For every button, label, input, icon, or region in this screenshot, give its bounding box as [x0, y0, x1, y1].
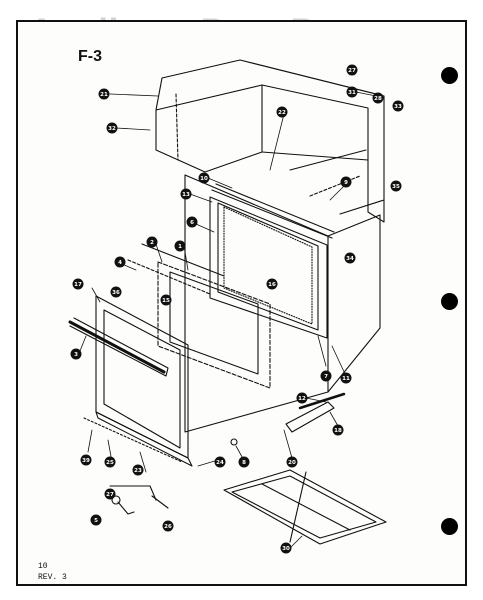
callout-bubble — [70, 348, 82, 360]
callout-number: 3 — [74, 352, 78, 358]
callout-bubble — [280, 542, 292, 554]
callout-number: 34 — [346, 256, 354, 262]
callout-number: 1 — [178, 244, 182, 250]
callout-number: 22 — [278, 110, 286, 116]
callout-bubble — [198, 172, 210, 184]
oven-liner — [184, 174, 385, 433]
callout-bubble — [106, 122, 118, 134]
binder-hole-icon — [441, 67, 458, 84]
callout-number: 7 — [324, 374, 328, 380]
callout-bubble — [346, 86, 358, 98]
callout-number: 30 — [282, 546, 290, 552]
callout-number: 31 — [348, 90, 356, 96]
diagram-sheet-border — [16, 20, 467, 586]
callout-bubble — [332, 424, 344, 436]
callout-number: 25 — [106, 460, 114, 466]
callout-number: 16 — [268, 282, 276, 288]
callout-bubble — [286, 456, 298, 468]
revision-label: REV. 3 — [38, 573, 67, 582]
page-number: 10 — [38, 562, 48, 571]
callout-bubble — [214, 456, 226, 468]
binder-hole-icon — [441, 518, 458, 535]
callout-bubble — [180, 188, 192, 200]
callout-bubble — [346, 64, 358, 76]
callout-number: 35 — [392, 184, 400, 190]
callout-number: 9 — [344, 180, 348, 186]
callout-number: 26 — [164, 524, 172, 530]
callout-bubble — [296, 392, 308, 404]
outer-top-cover — [155, 59, 385, 223]
callout-number: 4 — [118, 260, 122, 266]
callout-bubble — [104, 456, 116, 468]
callout-bubble — [392, 100, 404, 112]
front-door — [68, 295, 193, 467]
callout-number: 13 — [182, 192, 190, 198]
callout-number: 36 — [112, 290, 120, 296]
callout-bubble — [238, 456, 250, 468]
callout-bubble — [344, 252, 356, 264]
callout-number: 28 — [374, 96, 382, 102]
callout-bubble — [104, 488, 116, 500]
callout-number: 11 — [342, 376, 350, 382]
callout-bubble — [174, 240, 186, 252]
callout-bubble — [110, 286, 122, 298]
callout-number: 15 — [162, 298, 170, 304]
figure-label: F-3 — [78, 48, 102, 65]
callout-bubble — [146, 236, 158, 248]
callout-bubble — [114, 256, 126, 268]
callout-bubble — [90, 514, 102, 526]
callout-bubble — [98, 88, 110, 100]
callout-number: 6 — [190, 220, 194, 226]
callout-number: 24 — [216, 460, 224, 466]
callout-number: 8 — [242, 460, 246, 466]
door-frame — [209, 183, 335, 339]
callout-bubble — [320, 370, 332, 382]
callout-number: 32 — [108, 126, 116, 132]
bottom-tray — [223, 469, 387, 545]
callout-number: 20 — [288, 460, 296, 466]
callout-number: 27 — [348, 68, 356, 74]
callout-number: 39 — [82, 458, 90, 464]
callout-bubble — [162, 520, 174, 532]
callout-bubble — [186, 216, 198, 228]
callout-number: 18 — [334, 428, 342, 434]
callout-number: 5 — [94, 518, 98, 524]
callout-bubble — [340, 372, 352, 384]
callout-bubble — [276, 106, 288, 118]
callout-bubble — [372, 92, 384, 104]
inner-door-panel — [127, 243, 271, 389]
binder-hole-icon — [441, 293, 458, 310]
callout-bubble — [160, 294, 172, 306]
callout-number: 33 — [394, 104, 402, 110]
callout-number: 10 — [200, 176, 208, 182]
callout-number: 27 — [106, 492, 114, 498]
callout-number: 21 — [100, 92, 108, 98]
callout-bubble — [266, 278, 278, 290]
callout-bubble — [80, 454, 92, 466]
callout-number: 17 — [74, 282, 82, 288]
callout-number: 2 — [150, 240, 154, 246]
callout-bubble — [72, 278, 84, 290]
callout-bubble — [390, 180, 402, 192]
callout-bubble — [340, 176, 352, 188]
callout-number: 12 — [298, 396, 306, 402]
callout-bubble — [132, 464, 144, 476]
callout-number: 23 — [134, 468, 142, 474]
